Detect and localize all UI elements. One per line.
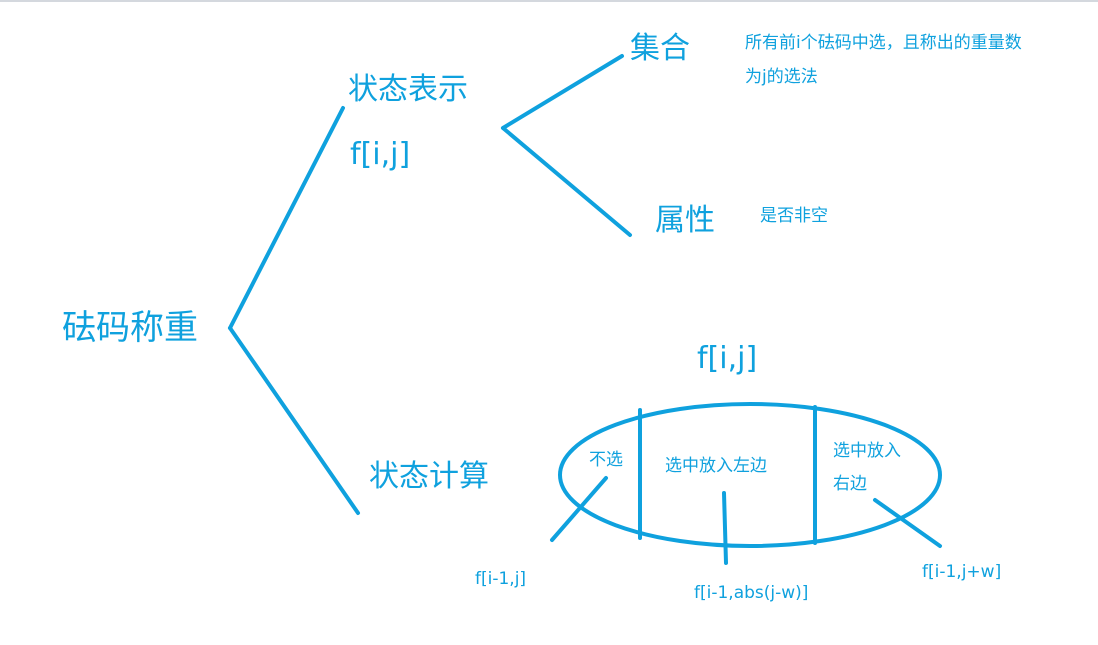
part-2-formula: f[i-1,abs(j-w)] xyxy=(694,583,809,603)
part-3-formula: f[i-1,j+w] xyxy=(922,562,1002,582)
attr-node-label: 属性 xyxy=(655,203,715,238)
attr-node-desc: 是否非空 xyxy=(760,206,828,226)
set-node-desc-2: 为j的选法 xyxy=(745,67,818,87)
set-node-label: 集合 xyxy=(630,31,690,66)
edge-repr-to-set xyxy=(501,54,624,130)
ellipse-title: f[i,j] xyxy=(697,341,758,376)
state-calc-label: 状态计算 xyxy=(369,459,489,494)
calc-ellipse xyxy=(558,402,942,548)
part-3-label-2: 右边 xyxy=(833,474,867,494)
edge-repr-to-attr xyxy=(501,126,632,237)
part-3-label-1: 选中放入 xyxy=(833,441,901,461)
state-repr-label: 状态表示 xyxy=(348,72,468,107)
top-border xyxy=(0,0,1098,2)
pointer-part-1 xyxy=(550,476,608,542)
part-1-formula: f[i-1,j] xyxy=(475,569,527,589)
edge-root-to-calc xyxy=(228,326,360,515)
part-2-label: 选中放入左边 xyxy=(665,456,767,476)
set-node-desc-1: 所有前i个砝码中选，且称出的重量数 xyxy=(745,33,1022,53)
root-node-label: 砝码称重 xyxy=(62,308,198,348)
pointer-part-3 xyxy=(873,498,942,548)
pointer-part-2 xyxy=(722,491,728,565)
state-repr-sub: f[i,j] xyxy=(350,137,411,172)
edge-root-to-repr xyxy=(228,106,345,330)
part-1-label: 不选 xyxy=(589,450,623,470)
